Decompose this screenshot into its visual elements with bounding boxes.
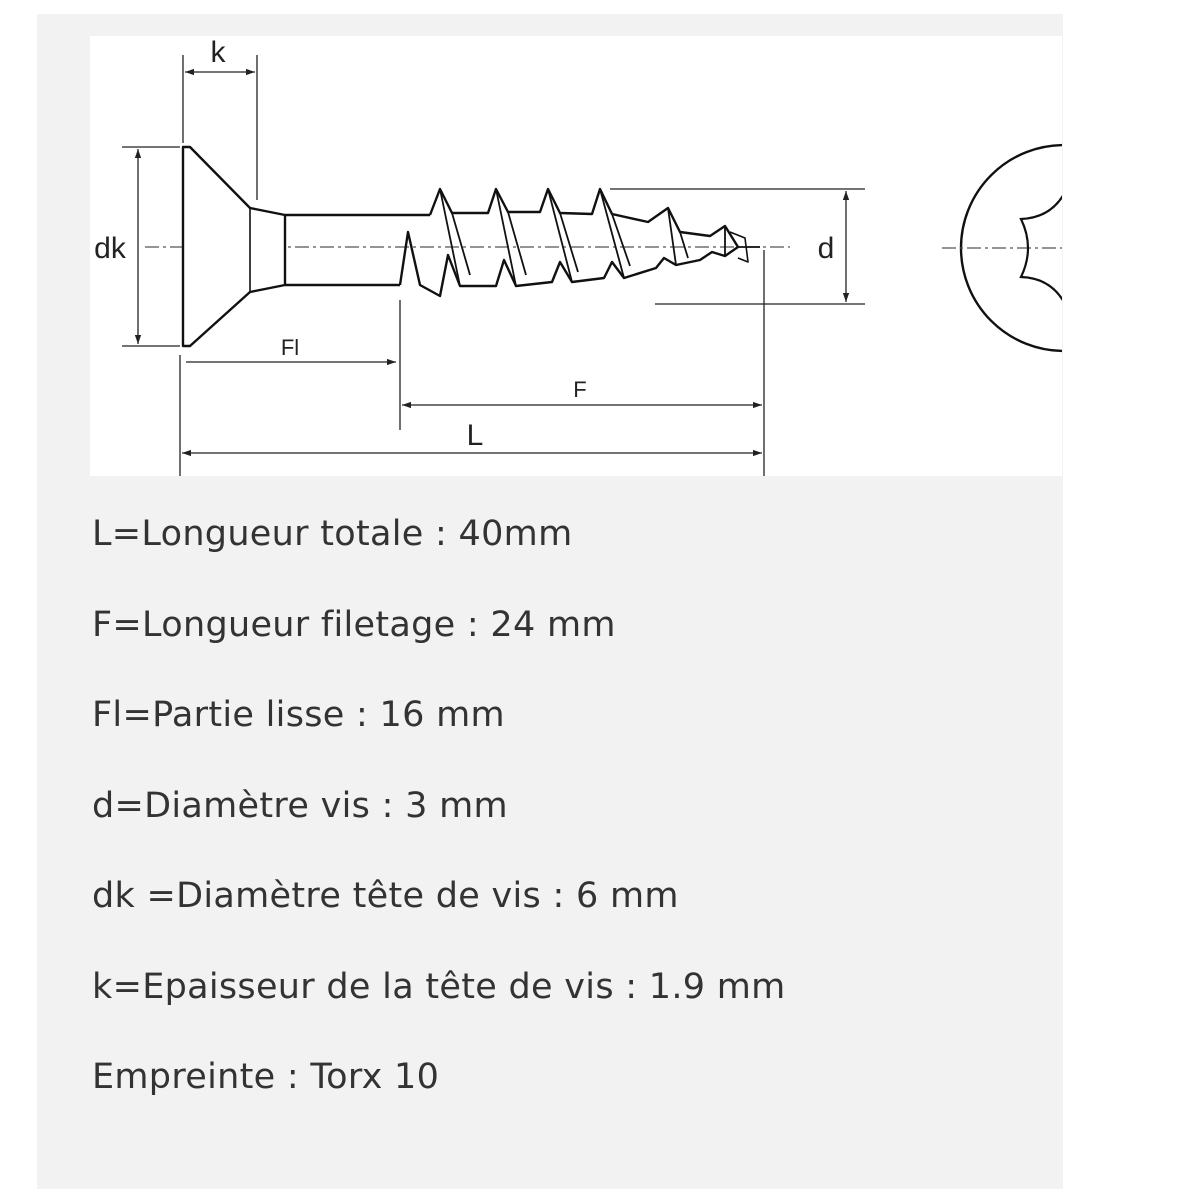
spec-head-thickness: k=Epaisseur de la tête de vis : 1.9 mm — [92, 966, 786, 1007]
label-k: k — [211, 36, 227, 69]
dimension-d — [610, 188, 865, 305]
torx-star-icon — [1019, 195, 1062, 301]
dimension-k — [182, 55, 258, 200]
spec-total-length: L=Longueur totale : 40mm — [92, 514, 573, 554]
screw-technical-drawing: k dk d Fl F L — [90, 36, 1062, 476]
spec-thread-length: F=Longueur filetage : 24 mm — [92, 604, 616, 645]
label-dk: dk — [94, 232, 127, 265]
spec-screw-diameter: d=Diamètre vis : 3 mm — [92, 785, 508, 826]
spec-head-diameter: dk =Diamètre tête de vis : 6 mm — [92, 876, 679, 916]
screw-drawing-svg: k dk d Fl F L — [94, 36, 1062, 476]
extension-lines — [179, 250, 765, 476]
dimension-dk — [122, 146, 180, 347]
label-f: F — [573, 377, 586, 402]
label-fl: Fl — [281, 335, 299, 360]
label-l: L — [467, 419, 484, 452]
screw-side-view — [181, 145, 760, 348]
spec-drive: Empreinte : Torx 10 — [92, 1057, 440, 1097]
screw-head-top-view — [942, 143, 1062, 353]
spec-list: L=Longueur totale : 40mm F=Longueur file… — [92, 508, 786, 1142]
spec-smooth-part: Fl=Partie lisse : 16 mm — [92, 695, 505, 735]
label-d: d — [818, 232, 835, 265]
